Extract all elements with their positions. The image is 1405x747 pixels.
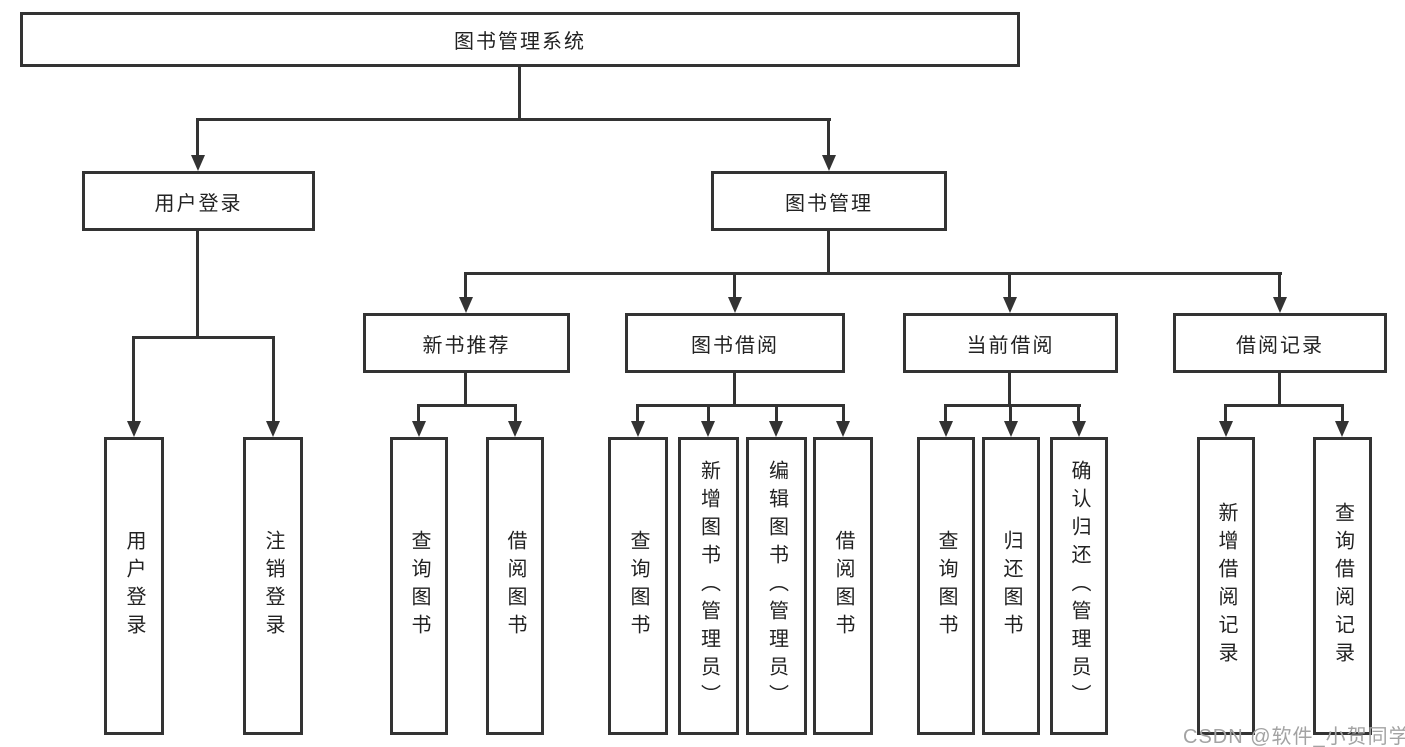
arrow-down-icon — [822, 155, 836, 171]
node-query-books-recommend: 查询图书 — [390, 437, 448, 735]
node-user-login-group: 用户登录 — [82, 171, 315, 231]
arrow-down-icon — [631, 421, 645, 437]
node-library-system: 图书管理系统 — [20, 12, 1020, 67]
arrow-down-icon — [266, 421, 280, 437]
node-confirm-return-admin: 确认归还（管理员） — [1050, 437, 1108, 735]
arrow-down-icon — [1004, 421, 1018, 437]
connector-vline — [636, 404, 639, 422]
node-new-book-recommend: 新书推荐 — [363, 313, 570, 373]
connector-hline — [196, 118, 831, 121]
node-user-login: 用户登录 — [104, 437, 164, 735]
connector-vline — [464, 373, 467, 404]
connector-vline — [733, 272, 736, 298]
connector-vline — [196, 231, 199, 336]
node-return-books: 归还图书 — [982, 437, 1040, 735]
connector-vline — [464, 272, 467, 298]
connector-vline — [1278, 272, 1281, 298]
connector-vline — [1008, 373, 1011, 404]
connector-hline — [417, 404, 517, 407]
node-current-borrowing: 当前借阅 — [903, 313, 1118, 373]
arrow-down-icon — [1219, 421, 1233, 437]
node-borrow-books-recommend: 借阅图书 — [486, 437, 544, 735]
arrow-down-icon — [1072, 421, 1086, 437]
arrow-down-icon — [701, 421, 715, 437]
watermark: CSDN @软件_小贺同学 — [1183, 726, 1405, 747]
node-book-management: 图书管理 — [711, 171, 947, 231]
connector-vline — [272, 336, 275, 422]
connector-vline — [514, 404, 517, 422]
connector-hline — [464, 272, 1282, 275]
connector-vline — [1009, 404, 1012, 422]
connector-vline — [132, 336, 135, 422]
connector-hline — [1224, 404, 1344, 407]
connector-hline — [944, 404, 1081, 407]
connector-vline — [775, 404, 778, 422]
connector-vline — [1278, 373, 1281, 404]
arrow-down-icon — [191, 155, 205, 171]
arrow-down-icon — [836, 421, 850, 437]
node-borrow-books-borrowing: 借阅图书 — [813, 437, 873, 735]
connector-vline — [1224, 404, 1227, 422]
connector-vline — [1077, 404, 1080, 422]
connector-vline — [1341, 404, 1344, 422]
connector-vline — [733, 373, 736, 404]
node-book-borrowing: 图书借阅 — [625, 313, 845, 373]
arrow-down-icon — [508, 421, 522, 437]
node-add-borrow-record: 新增借阅记录 — [1197, 437, 1255, 735]
node-edit-books-admin: 编辑图书（管理员） — [746, 437, 807, 735]
node-logout: 注销登录 — [243, 437, 303, 735]
connector-vline — [827, 231, 830, 272]
connector-vline — [417, 404, 420, 422]
connector-vline — [842, 404, 845, 422]
node-borrowing-records: 借阅记录 — [1173, 313, 1387, 373]
node-add-books-admin: 新增图书（管理员） — [678, 437, 739, 735]
node-query-books-borrowing: 查询图书 — [608, 437, 668, 735]
node-query-books-current: 查询图书 — [917, 437, 975, 735]
arrow-down-icon — [412, 421, 426, 437]
connector-vline — [518, 67, 521, 118]
node-query-borrow-record: 查询借阅记录 — [1313, 437, 1372, 735]
arrow-down-icon — [728, 297, 742, 313]
arrow-down-icon — [127, 421, 141, 437]
connector-vline — [707, 404, 710, 422]
connector-vline — [1008, 272, 1011, 298]
connector-vline — [196, 118, 199, 156]
connector-vline — [944, 404, 947, 422]
arrow-down-icon — [1335, 421, 1349, 437]
connector-hline — [132, 336, 275, 339]
arrow-down-icon — [1273, 297, 1287, 313]
arrow-down-icon — [1003, 297, 1017, 313]
arrow-down-icon — [769, 421, 783, 437]
connector-vline — [827, 118, 830, 156]
arrow-down-icon — [939, 421, 953, 437]
connector-hline — [636, 404, 845, 407]
arrow-down-icon — [459, 297, 473, 313]
